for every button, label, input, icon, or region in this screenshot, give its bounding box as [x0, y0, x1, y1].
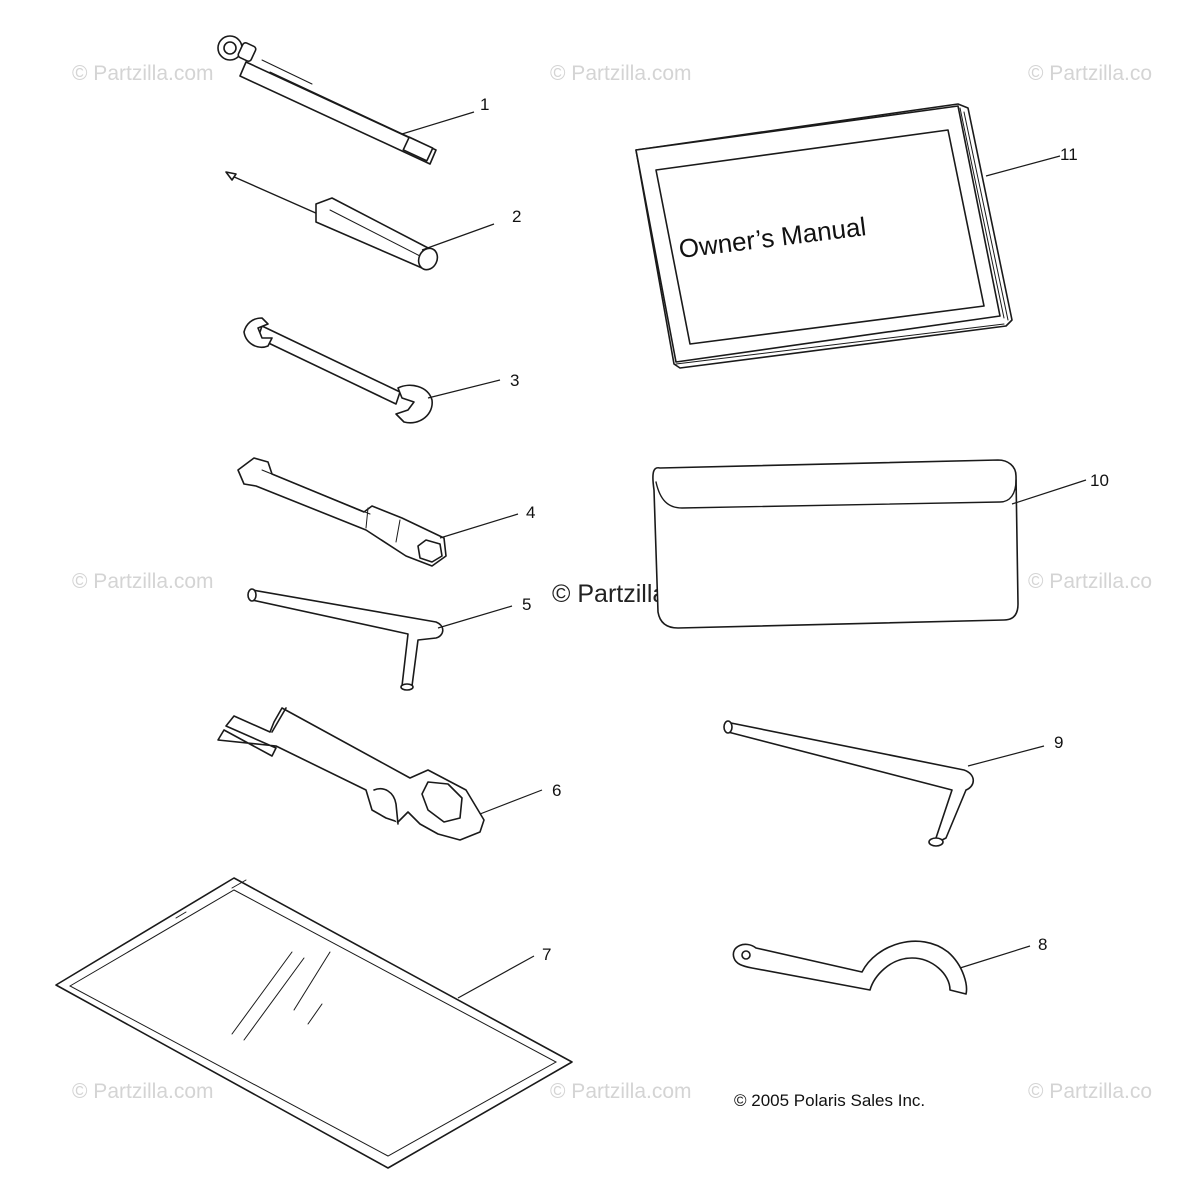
leader-7	[457, 955, 535, 999]
watermark-top-left: © Partzilla.com	[72, 62, 214, 85]
callout-3: 3	[510, 371, 519, 390]
leader-4	[439, 513, 519, 539]
leader-3	[427, 379, 501, 399]
owners-manual-part: Owner’s Manual	[635, 103, 1013, 369]
watermark-middle-right: © Partzilla.co	[1028, 570, 1152, 593]
callout-5: 5	[522, 595, 531, 614]
callout-4: 4	[526, 503, 535, 522]
callout-8: 8	[1038, 935, 1047, 954]
callout-9: 9	[1054, 733, 1063, 752]
combination-tool-part	[217, 707, 485, 841]
hex-key-large-part	[723, 720, 975, 847]
callout-2: 2	[512, 207, 521, 226]
tire-gauge-part	[217, 35, 437, 165]
watermark-top-right: © Partzilla.co	[1028, 62, 1152, 85]
leader-6	[479, 789, 543, 815]
watermark-bottom-left: © Partzilla.com	[72, 1080, 214, 1103]
callout-1: 1	[480, 95, 489, 114]
leader-2	[421, 223, 495, 251]
tool-pouch-part	[652, 459, 1019, 629]
watermark-top-center: © Partzilla.com	[550, 62, 692, 85]
open-end-wrench-part	[243, 317, 433, 424]
watermark-bottom-center: © Partzilla.com	[550, 1080, 692, 1103]
callout-6: 6	[552, 781, 561, 800]
spark-plug-socket-part	[237, 457, 447, 567]
hex-key-small-part	[247, 588, 444, 691]
leader-10	[1011, 479, 1087, 505]
screwdriver-part	[225, 171, 439, 271]
watermark-bottom-right: © Partzilla.co	[1028, 1080, 1152, 1103]
callout-11: 11	[1060, 145, 1078, 164]
leader-8	[959, 945, 1031, 969]
callout-7: 7	[542, 945, 551, 964]
leader-5	[437, 605, 513, 629]
leader-9	[967, 745, 1045, 767]
watermark-middle-left: © Partzilla.com	[72, 570, 214, 593]
spanner-wrench-part	[732, 940, 968, 995]
tool-kit-sleeve-part	[55, 877, 573, 1169]
callout-10: 10	[1090, 471, 1109, 490]
leader-1	[401, 111, 475, 135]
copyright-notice: © 2005 Polaris Sales Inc.	[734, 1091, 925, 1110]
leader-11	[985, 155, 1061, 177]
